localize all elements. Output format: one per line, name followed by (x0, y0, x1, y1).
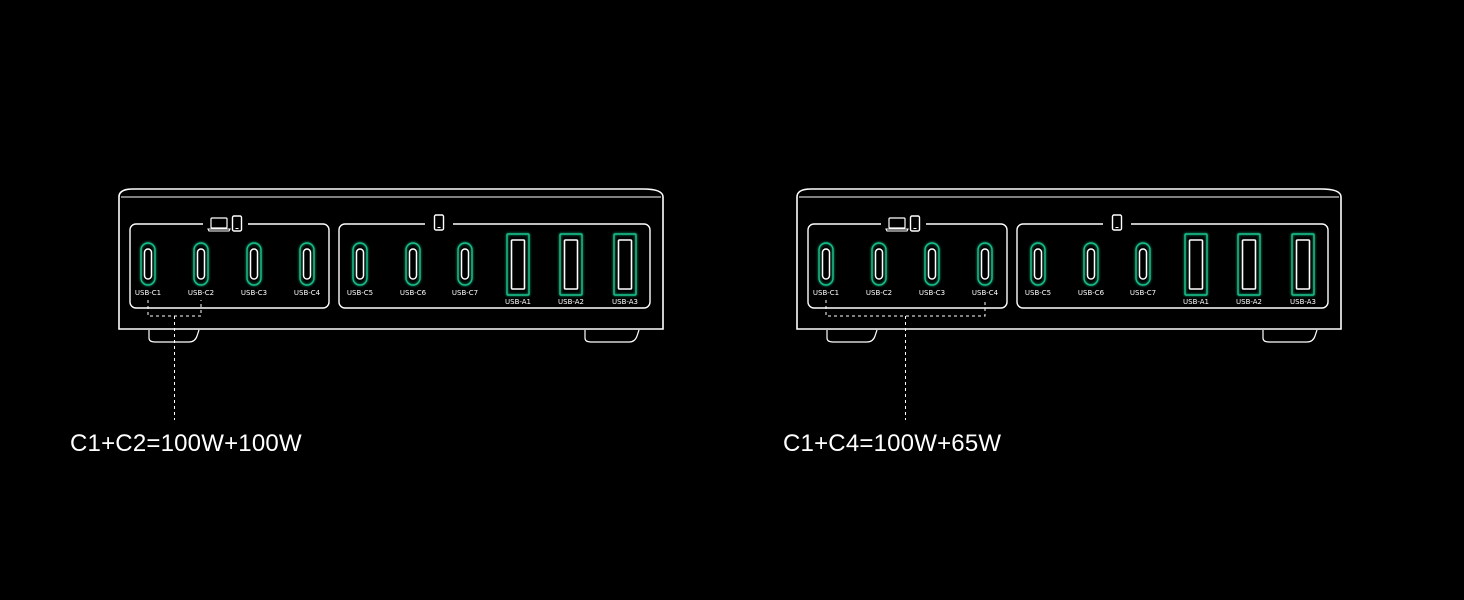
usb-c-port: USB-C5 (1025, 242, 1051, 297)
port-label: USB-C6 (1078, 289, 1105, 297)
port-label: USB-A1 (505, 298, 531, 306)
left-foot (826, 329, 878, 343)
charger-body (118, 188, 664, 330)
port-label: USB-C4 (294, 289, 321, 297)
usb-c-port: USB-C4 (294, 242, 321, 297)
port-label: USB-A2 (1236, 298, 1262, 306)
icon-gap (1103, 219, 1131, 229)
usb-a-port: USB-A3 (1290, 233, 1316, 306)
phone-icon (433, 214, 445, 231)
usb-c-port: USB-C7 (1130, 242, 1156, 297)
usb-a-port: USB-A2 (558, 233, 584, 306)
usb-c-port: USB-C7 (452, 242, 478, 297)
port-label: USB-C5 (1025, 289, 1051, 297)
laptop-icon (207, 217, 231, 232)
port-label: USB-C7 (1130, 289, 1156, 297)
phone-icon (909, 215, 921, 232)
usb-a-port: USB-A1 (505, 233, 531, 306)
port-label: USB-C2 (188, 289, 214, 297)
port-label: USB-A3 (1290, 298, 1316, 306)
port-label: USB-C6 (400, 289, 427, 297)
usb-c-port: USB-C6 (400, 242, 427, 297)
charger-body (796, 188, 1342, 330)
laptop-icon (885, 217, 909, 232)
icon-gap (203, 219, 248, 229)
usb-c-port: USB-C2 (866, 242, 892, 297)
right-foot (1262, 329, 1318, 343)
usb-c-port: USB-C3 (919, 242, 945, 297)
left-foot (148, 329, 200, 343)
usb-c-port: USB-C1 (135, 242, 161, 297)
power-caption-left: C1+C2=100W+100W (70, 430, 302, 457)
port-label: USB-C7 (452, 289, 478, 297)
port-label: USB-A1 (1183, 298, 1209, 306)
usb-a-port: USB-A3 (612, 233, 638, 306)
port-label: USB-C4 (972, 289, 999, 297)
port-label: USB-A2 (558, 298, 584, 306)
port-label: USB-C1 (813, 289, 839, 297)
usb-c-port: USB-C6 (1078, 242, 1105, 297)
usb-c-port: USB-C1 (813, 242, 839, 297)
port-label: USB-C5 (347, 289, 373, 297)
usb-a-port: USB-A1 (1183, 233, 1209, 306)
icon-gap (881, 219, 926, 229)
port-label: USB-C3 (919, 289, 945, 297)
port-label: USB-A3 (612, 298, 638, 306)
usb-c-port: USB-C3 (241, 242, 267, 297)
port-group-right (338, 223, 651, 309)
usb-a-port: USB-A2 (1236, 233, 1262, 306)
usb-c-port: USB-C5 (347, 242, 373, 297)
right-foot (584, 329, 640, 343)
phone-icon (1111, 214, 1123, 231)
usb-c-port: USB-C2 (188, 242, 214, 297)
connector-bracket (825, 300, 986, 317)
port-label: USB-C1 (135, 289, 161, 297)
port-group-right (1016, 223, 1329, 309)
phone-icon (231, 215, 243, 232)
port-label: USB-C2 (866, 289, 892, 297)
power-caption-right: C1+C4=100W+65W (783, 430, 1002, 457)
port-label: USB-C3 (241, 289, 267, 297)
icon-gap (425, 219, 453, 229)
usb-c-port: USB-C4 (972, 242, 999, 297)
